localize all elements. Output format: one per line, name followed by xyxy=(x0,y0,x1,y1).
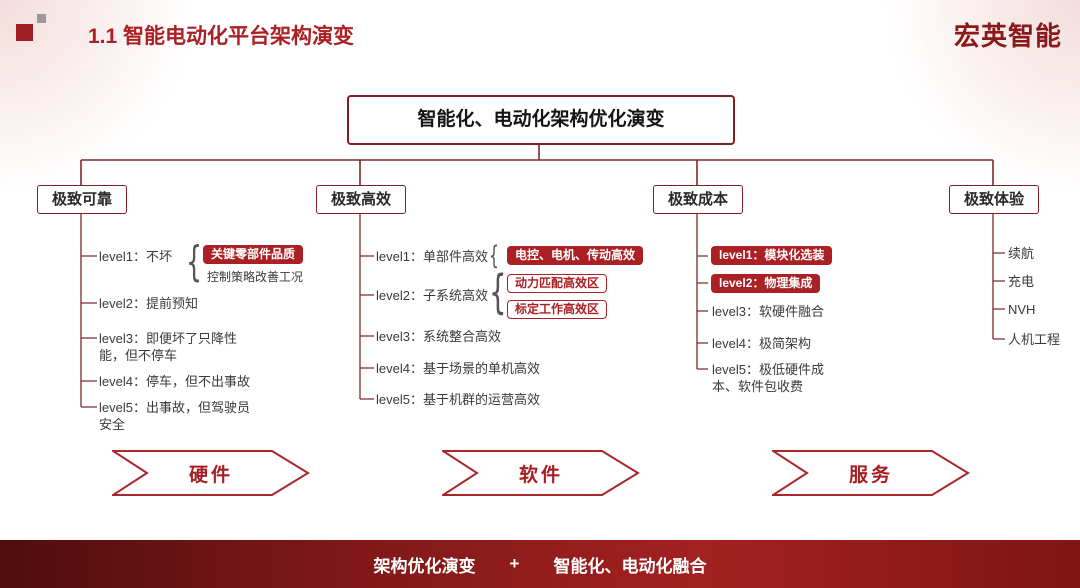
efficiency-level1-badge: 电控、电机、传动高效 xyxy=(507,246,644,265)
software-arrow: 软件 xyxy=(442,450,640,496)
service-arrow: 服务 xyxy=(772,450,970,496)
footer-plus: + xyxy=(509,554,520,573)
branch-efficiency: 极致高效 xyxy=(316,185,406,214)
root-node: 智能化、电动化架构优化演变 xyxy=(347,95,735,145)
experience-item-charging: 充电 xyxy=(1008,274,1035,289)
brand-logo: 宏英智能 xyxy=(953,21,1062,51)
cost-level4: level4：极简架构 xyxy=(712,336,811,351)
brace-icon: { xyxy=(489,241,499,271)
brace-icon: { xyxy=(186,237,203,286)
reliability-level1: level1：不坏 xyxy=(99,249,172,264)
reliability-level1-subitem: 控制策略改善工况 xyxy=(207,270,304,284)
experience-item-nvh: NVH xyxy=(1008,302,1036,317)
branch-reliability: 极致可靠 xyxy=(37,185,127,214)
efficiency-level2-badge-1: 动力匹配高效区 xyxy=(507,274,608,293)
arrow-banner-icon xyxy=(112,450,310,496)
efficiency-level5: level5：基于机群的运营高效 xyxy=(376,392,540,407)
experience-item-range: 续航 xyxy=(1008,246,1035,261)
branch-experience: 极致体验 xyxy=(949,185,1039,214)
reliability-level1-badge: 关键零部件品质 xyxy=(203,245,304,264)
logo-mark-small-square-icon xyxy=(37,14,46,23)
cost-level5: level5：极低硬件成本、软件包收费 xyxy=(712,362,824,394)
arrow-banner-icon xyxy=(442,450,640,496)
branch-cost: 极致成本 xyxy=(653,185,743,214)
reliability-level5: level5：出事故，但驾驶员安全 xyxy=(99,400,250,432)
cost-level3: level3：软硬件融合 xyxy=(712,304,824,319)
page-title: 1.1 智能电动化平台架构演变 xyxy=(88,25,355,48)
footer-text-left: 架构优化演变 xyxy=(373,556,476,576)
reliability-level2: level2：提前预知 xyxy=(99,296,198,311)
cost-level1-badge: level1：模块化选装 xyxy=(711,246,833,265)
cost-level2-badge: level2：物理集成 xyxy=(711,274,821,293)
efficiency-level4: level4：基于场景的单机高效 xyxy=(376,361,540,376)
service-arrow-label: 服务 xyxy=(848,464,893,486)
hardware-arrow: 硬件 xyxy=(112,450,310,496)
reliability-level3: level3：即便坏了只降性能，但不停车 xyxy=(99,331,237,363)
hardware-arrow-label: 硬件 xyxy=(188,464,233,486)
brace-icon: { xyxy=(489,265,507,319)
experience-item-ergonomics: 人机工程 xyxy=(1008,332,1061,347)
efficiency-level2: level2：子系统高效 xyxy=(376,288,488,303)
arrow-banner-icon xyxy=(772,450,970,496)
efficiency-level1: level1：单部件高效 xyxy=(376,249,488,264)
footer-bar: 架构优化演变 + 智能化、电动化融合 xyxy=(0,540,1080,588)
software-arrow-label: 软件 xyxy=(518,464,563,486)
logo-mark-square-icon xyxy=(16,24,33,41)
efficiency-level2-badge-2: 标定工作高效区 xyxy=(507,300,608,319)
reliability-level4: level4：停车，但不出事故 xyxy=(99,374,250,389)
footer-text-right: 智能化、电动化融合 xyxy=(553,556,707,576)
efficiency-level3: level3：系统整合高效 xyxy=(376,329,501,344)
